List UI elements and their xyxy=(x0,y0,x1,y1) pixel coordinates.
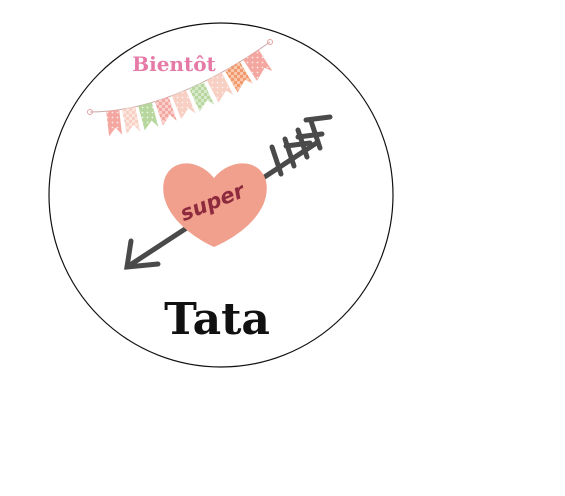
top-text: Bientôt xyxy=(132,52,216,76)
bunting-flag-pattern xyxy=(206,72,234,103)
bunting-flag-pattern xyxy=(224,61,253,93)
bunting-flag-pattern xyxy=(122,106,141,135)
name-text: Tata xyxy=(164,294,270,345)
heart-icon xyxy=(163,163,267,247)
bunting-flag-pattern xyxy=(189,81,215,112)
bunting-flag-pattern xyxy=(154,96,177,126)
bunting-flag-pattern xyxy=(243,49,273,81)
bunting-flag-pattern xyxy=(171,90,196,120)
bunting-flag-pattern xyxy=(138,102,159,131)
bunting-flag-pattern xyxy=(106,109,123,137)
bunting-garland xyxy=(87,39,273,137)
